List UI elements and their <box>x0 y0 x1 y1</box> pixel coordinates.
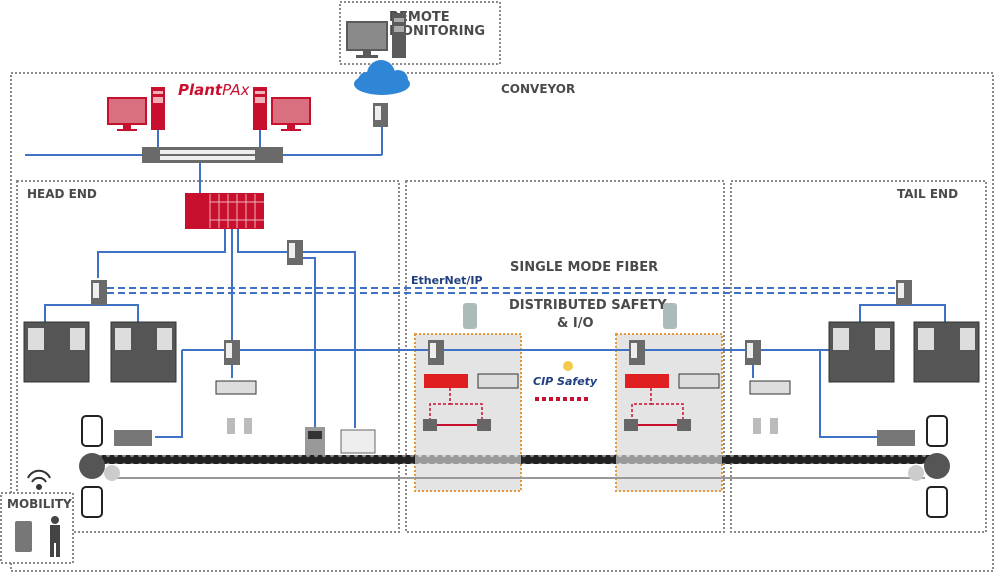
plantpax-bold: Plant <box>178 81 223 99</box>
ethernet-ip-logo: EtherNet/IP <box>411 274 483 287</box>
io-block-icon <box>215 373 791 395</box>
tail-end-label: TAIL END <box>897 187 958 201</box>
conveyor-belt-safety-right <box>616 455 722 464</box>
controller-switch-icon <box>287 240 303 265</box>
remote-monitoring-label-2: MONITORING <box>389 24 485 39</box>
hmi-panel-icon <box>305 427 325 455</box>
remote-monitoring-zone <box>339 1 501 65</box>
network-lines <box>25 125 946 438</box>
motor-icon <box>81 415 948 518</box>
plantpax-light: PAx <box>222 81 250 99</box>
conveyor-belt-safety-left <box>415 455 521 464</box>
head-end-io-switch-icon <box>224 340 240 365</box>
single-mode-fiber-label: SINGLE MODE FIBER <box>510 260 658 275</box>
tail-end-switch-icon <box>896 280 912 305</box>
cip-safety-logo-sun <box>563 361 573 371</box>
mobility-label: MOBILITY <box>7 497 72 511</box>
cloud-switch-icon <box>373 103 388 127</box>
tail-end-io-switch-icon <box>745 340 761 365</box>
safety-switch-left-icon <box>428 340 444 365</box>
head-end-switch-icon <box>91 280 107 305</box>
head-end-zone <box>16 180 400 533</box>
mobility-zone <box>0 492 74 564</box>
tablet-icon <box>15 521 32 552</box>
drive-cabinet-panels <box>28 328 975 350</box>
stack-light-icon <box>463 303 677 329</box>
printer-icon <box>340 429 376 454</box>
plantpax-workstation-right-icon <box>253 87 311 131</box>
person-icon <box>50 516 60 557</box>
plantpax-logo: PlantPAx <box>178 81 250 99</box>
remote-workstation-icon <box>346 13 406 58</box>
cloud-icon <box>354 60 410 95</box>
wifi-icon <box>27 469 51 490</box>
vfd-icon <box>114 430 915 446</box>
safety-wiring <box>429 388 684 420</box>
sensor-icon <box>227 418 778 434</box>
head-end-label: HEAD END <box>27 187 97 201</box>
core-switch-icon <box>142 147 283 163</box>
cip-safety-logo: CIP Safety <box>533 375 598 388</box>
distributed-safety-label-2: & I/O <box>557 316 594 331</box>
safety-switch-right-icon <box>629 340 645 365</box>
safety-io-block-icon <box>424 374 669 388</box>
middle-zone <box>405 180 725 533</box>
head-pulley-icon <box>79 453 120 481</box>
pull-cord-switch-icon <box>423 419 691 431</box>
tail-end-zone <box>730 180 987 533</box>
conveyor-label: CONVEYOR <box>501 82 575 96</box>
plantpax-workstation-left-icon <box>107 87 165 131</box>
controller-chassis-icon <box>185 193 264 229</box>
tail-pulley-icon <box>908 453 950 481</box>
single-mode-fiber-lines <box>107 287 898 294</box>
distributed-safety-label-1: DISTRIBUTED SAFETY <box>509 298 667 313</box>
